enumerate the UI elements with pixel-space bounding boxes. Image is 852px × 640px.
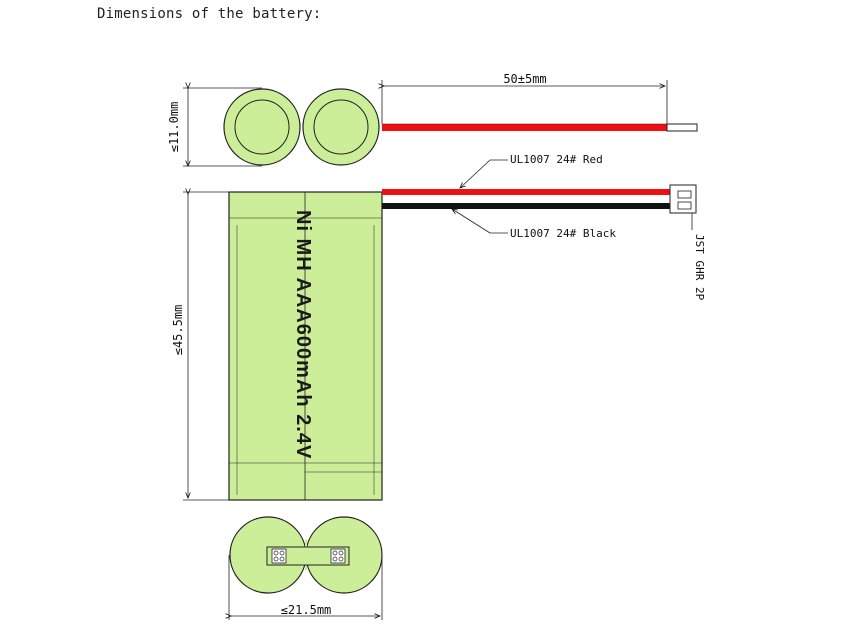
height-dimension: ≤45.5mm (171, 192, 229, 501)
bottom-view (229, 516, 383, 594)
black-wire (382, 203, 670, 209)
side-view: Ni MH AAA600mAh 2.4V (228, 191, 383, 501)
diameter-dimension: ≤11.0mm (167, 88, 262, 166)
height-label: ≤45.5mm (171, 305, 185, 356)
red-wire-label: UL1007 24# Red (510, 153, 603, 166)
wire-length-dimension: 50±5mm (382, 72, 668, 124)
black-wire-label: UL1007 24# Black (510, 227, 616, 240)
red-wire-callout: UL1007 24# Red (460, 153, 603, 188)
page-title: Dimensions of the battery: (97, 6, 322, 22)
jst-connector: JST GHR 2P (669, 184, 706, 301)
width-label: ≤21.5mm (281, 603, 332, 617)
red-wire (382, 189, 670, 195)
width-dimension: ≤21.5mm (229, 555, 383, 620)
lead-wires (382, 189, 670, 209)
top-view (223, 88, 698, 166)
wire-length-label: 50±5mm (503, 72, 546, 86)
diameter-label: ≤11.0mm (167, 102, 181, 153)
top-red-wire (382, 124, 667, 131)
black-wire-callout: UL1007 24# Black (452, 209, 616, 240)
connector-label: JST GHR 2P (693, 234, 706, 301)
battery-label: Ni MH AAA600mAh 2.4V (292, 210, 314, 459)
